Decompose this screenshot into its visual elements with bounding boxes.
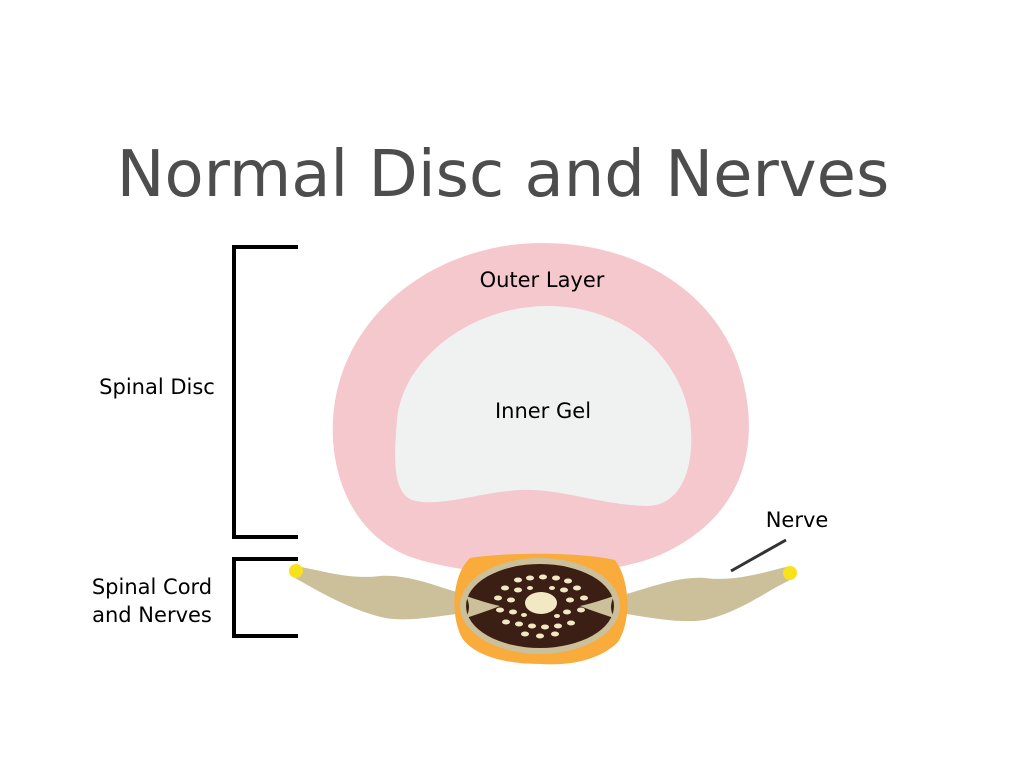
nerve-leader-line <box>730 538 787 573</box>
outer-layer-label: Outer Layer <box>480 268 605 292</box>
nerve-label: Nerve <box>766 508 829 532</box>
spinal-cord-label-line2: and Nerves <box>92 603 212 627</box>
diagram-title: Normal Disc and Nerves <box>117 138 890 212</box>
right-nerve-tip <box>783 566 797 580</box>
spinal-cord-bracket <box>232 557 298 638</box>
spinal-cord-label-line1: Spinal Cord <box>92 575 212 599</box>
left-nerve <box>295 566 470 620</box>
cord-right-wedge <box>580 596 614 618</box>
cord-spots <box>494 574 588 639</box>
spinal-disc-bracket <box>232 245 298 539</box>
inner-gel <box>395 306 692 506</box>
left-nerve-tip <box>289 564 303 578</box>
spinal-disc-label: Spinal Disc <box>99 375 215 399</box>
right-nerve <box>615 566 790 622</box>
inner-gel-label: Inner Gel <box>495 399 591 423</box>
cord-left-wedge <box>466 596 500 618</box>
central-canal <box>525 592 557 614</box>
